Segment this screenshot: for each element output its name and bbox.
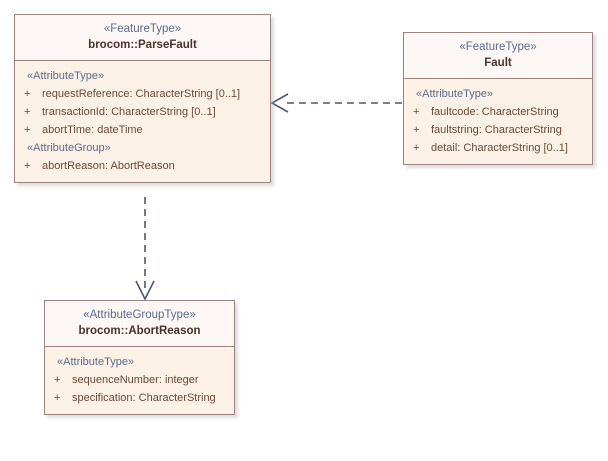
attribute-label: requestReference: CharacterString [0..1] xyxy=(42,88,241,100)
attribute-group-label: «AttributeType» xyxy=(416,88,494,100)
attribute-row[interactable]: + transactionId: CharacterString [0..1] xyxy=(15,103,270,121)
class-name: brocom::AbortReason xyxy=(78,325,201,337)
class-name: Fault xyxy=(484,57,512,69)
attribute-label: faultstring: CharacterString xyxy=(431,124,562,136)
visibility-marker: + xyxy=(24,88,31,100)
attribute-row[interactable]: + sequenceNumber: integer xyxy=(45,371,234,389)
class-body-parsefault: «AttributeType» + requestReference: Char… xyxy=(15,61,270,182)
attribute-label: transactionId: CharacterString [0..1] xyxy=(42,106,216,118)
open-arrowhead-down xyxy=(135,280,155,301)
class-header-parsefault: «FeatureType» brocom::ParseFault xyxy=(15,15,270,61)
attribute-label: abortTime: dateTime xyxy=(42,124,143,136)
visibility-marker: + xyxy=(54,392,61,404)
attribute-row[interactable]: + abortTime: dateTime xyxy=(15,121,270,139)
attribute-label: sequenceNumber: integer xyxy=(72,374,199,386)
attribute-row[interactable]: + specification: CharacterString xyxy=(45,389,234,407)
attribute-row[interactable]: + faultstring: CharacterString xyxy=(404,121,592,139)
visibility-marker: + xyxy=(413,142,420,154)
visibility-marker: + xyxy=(24,160,31,172)
visibility-marker: + xyxy=(24,106,31,118)
attribute-group-label: «AttributeType» xyxy=(27,70,105,82)
connector-fault-to-parsefault xyxy=(270,93,402,113)
class-name: brocom::ParseFault xyxy=(88,39,197,51)
uml-class-parsefault[interactable]: «FeatureType» brocom::ParseFault «Attrib… xyxy=(14,14,271,183)
class-header-fault: «FeatureType» Fault xyxy=(404,33,592,79)
class-body-abortreason: «AttributeType» + sequenceNumber: intege… xyxy=(45,347,234,414)
attribute-group-label: «AttributeGroup» xyxy=(27,142,111,154)
class-header-abortreason: «AttributeGroupType» brocom::AbortReason xyxy=(45,301,234,347)
attribute-row[interactable]: + abortReason: AbortReason xyxy=(15,157,270,175)
uml-class-fault[interactable]: «FeatureType» Fault «AttributeType» + fa… xyxy=(403,32,593,165)
visibility-marker: + xyxy=(54,374,61,386)
visibility-marker: + xyxy=(413,106,420,118)
attribute-label: detail: CharacterString [0..1] xyxy=(431,142,568,154)
open-arrowhead-left xyxy=(270,93,289,113)
attribute-group-label: «AttributeType» xyxy=(57,356,135,368)
attribute-row[interactable]: + faultcode: CharacterString xyxy=(404,103,592,121)
uml-class-abortreason[interactable]: «AttributeGroupType» brocom::AbortReason… xyxy=(44,300,235,415)
attribute-row[interactable]: + requestReference: CharacterString [0..… xyxy=(15,85,270,103)
class-stereotype: «FeatureType» xyxy=(459,41,537,53)
attribute-row[interactable]: + detail: CharacterString [0..1] xyxy=(404,139,592,157)
attribute-label: specification: CharacterString xyxy=(72,392,216,404)
class-stereotype: «FeatureType» xyxy=(103,23,182,35)
visibility-marker: + xyxy=(413,124,420,136)
class-body-fault: «AttributeType» + faultcode: CharacterSt… xyxy=(404,79,592,164)
connector-parsefault-to-abortreason xyxy=(135,197,155,301)
class-stereotype: «AttributeGroupType» xyxy=(83,309,196,321)
attribute-label: abortReason: AbortReason xyxy=(42,160,175,172)
visibility-marker: + xyxy=(24,124,31,136)
attribute-label: faultcode: CharacterString xyxy=(431,106,559,118)
